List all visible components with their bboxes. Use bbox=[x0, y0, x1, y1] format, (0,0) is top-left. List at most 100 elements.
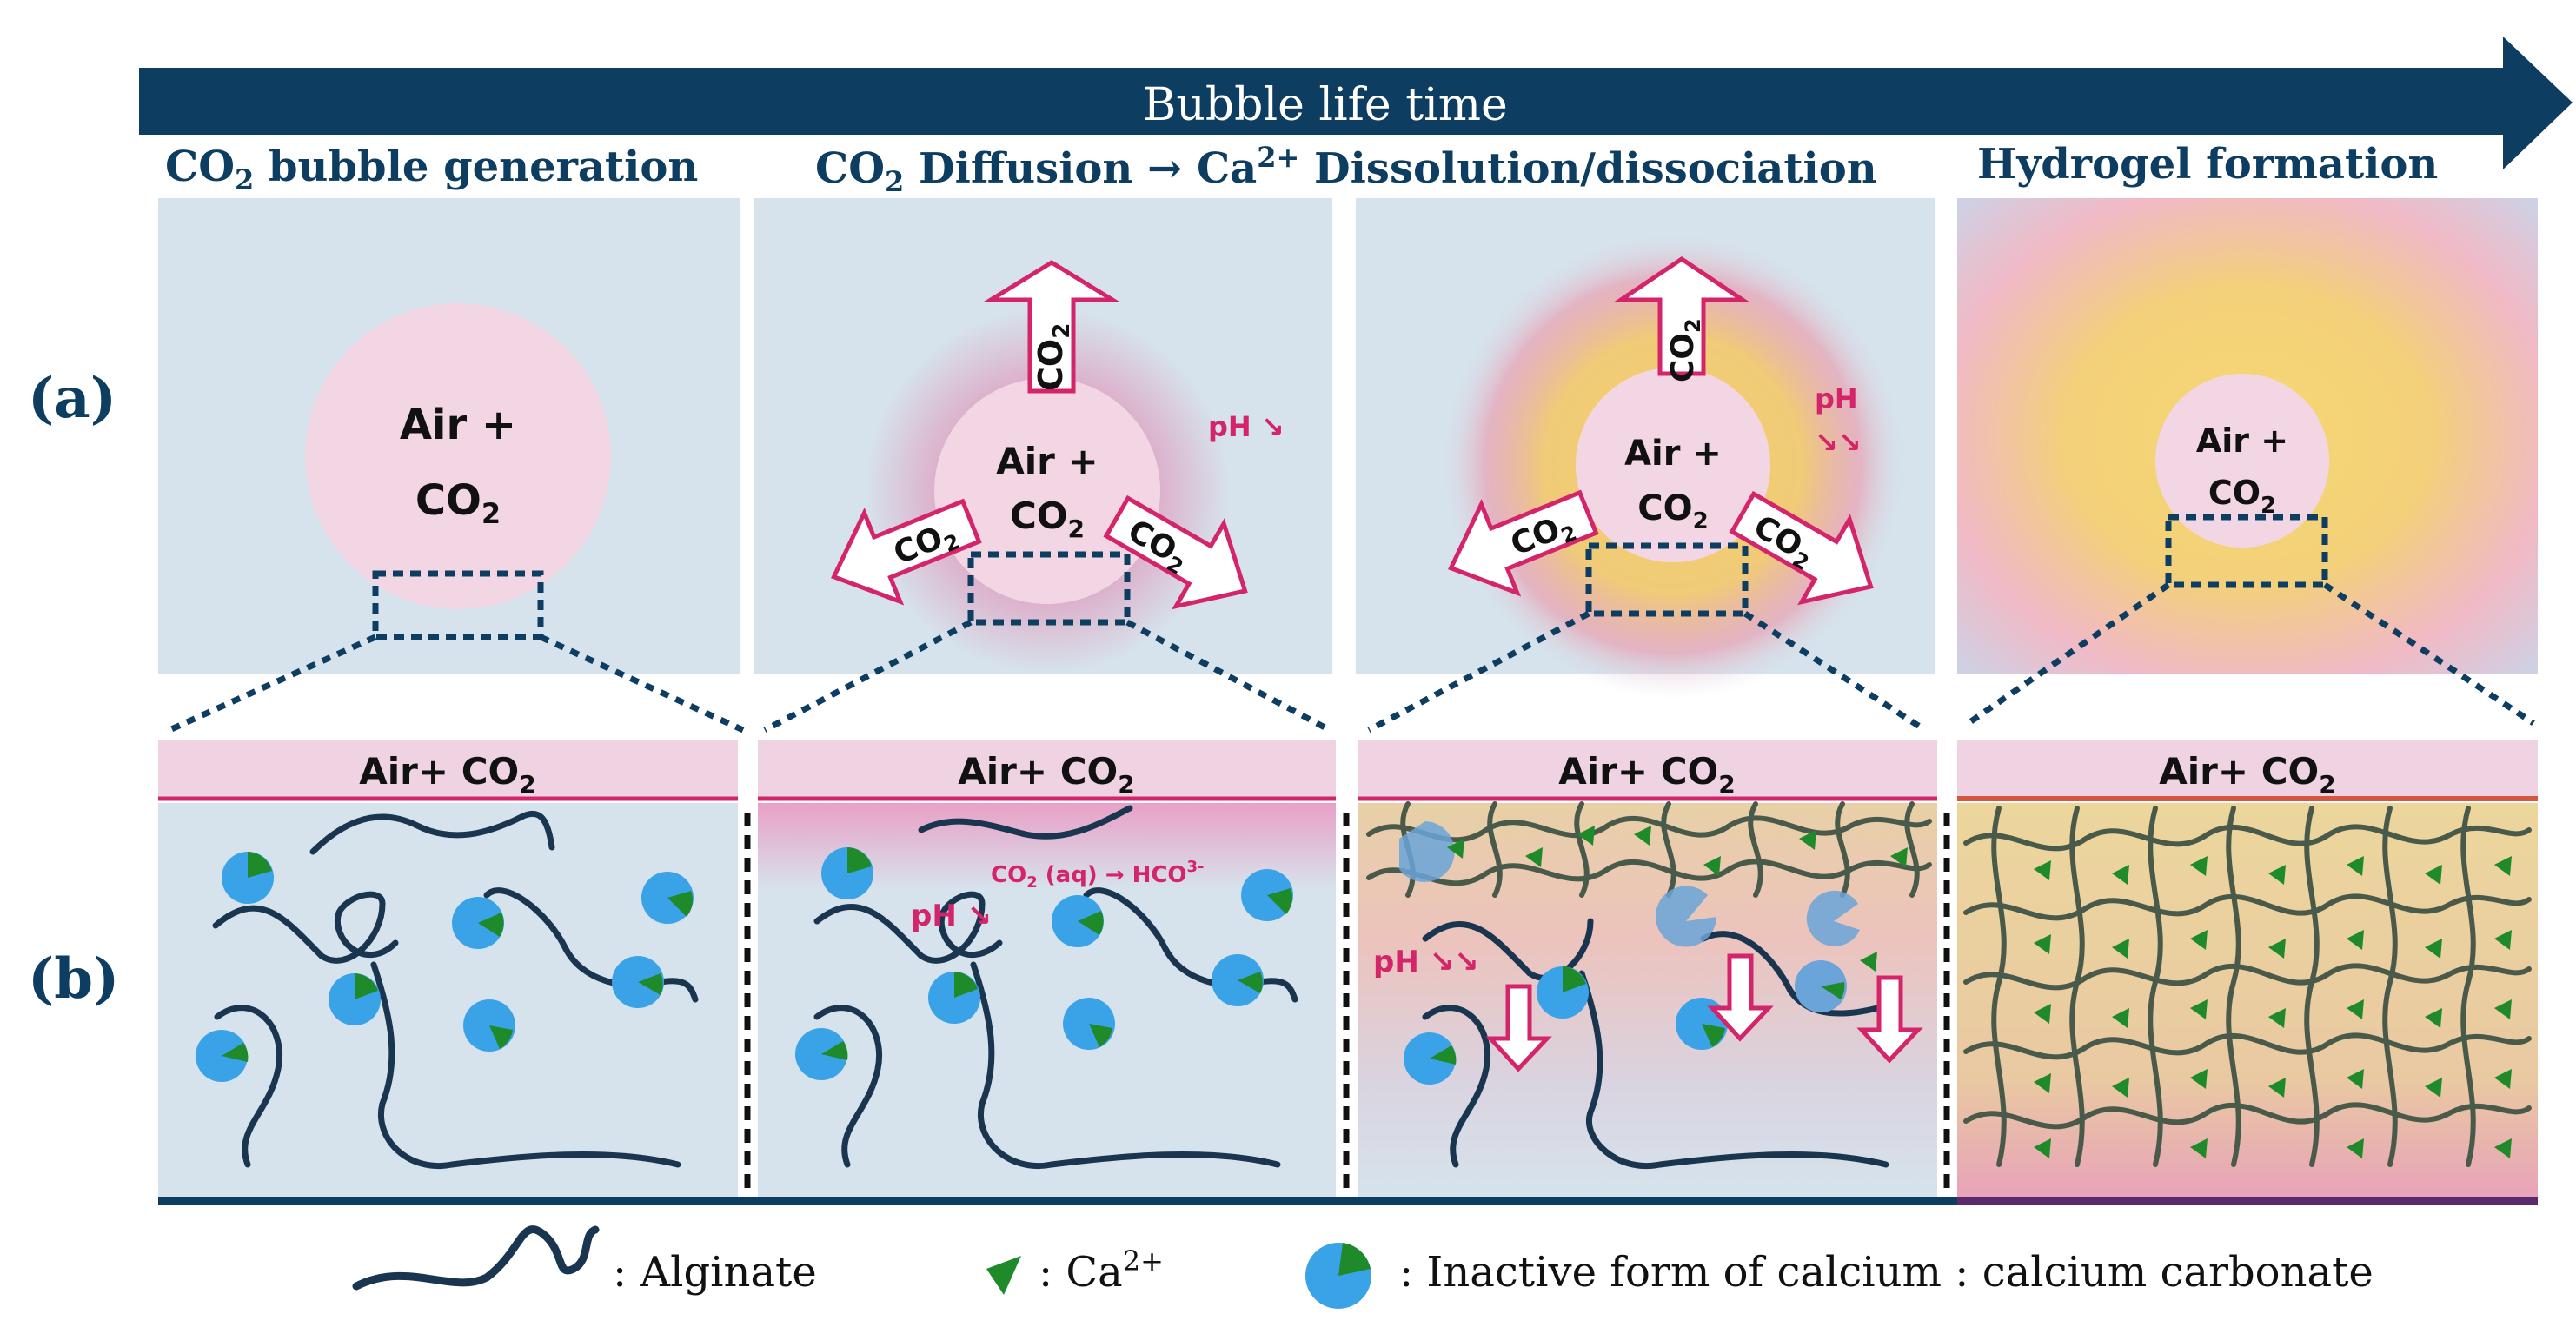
ca-ion bbox=[2034, 1138, 2051, 1158]
baseline bbox=[158, 1197, 2538, 1205]
co2-arrow-label: CO2 bbox=[1665, 318, 1705, 382]
caco3-particle bbox=[1404, 1032, 1457, 1085]
ca-ion bbox=[2268, 1008, 2286, 1028]
bubble-label-air: Air + bbox=[996, 440, 1098, 482]
ca-ion bbox=[2268, 1078, 2286, 1098]
alginate-chain bbox=[214, 1005, 282, 1168]
caco3-particle bbox=[1241, 869, 1293, 921]
interface-bars bbox=[158, 740, 2538, 801]
co2-arrow-up: CO2 bbox=[983, 260, 1120, 394]
ca-ion bbox=[2494, 1069, 2512, 1089]
legend-caco3-icon bbox=[1305, 1243, 1371, 1309]
co2-arrow-up: CO2 bbox=[1613, 256, 1750, 382]
bubble-label-air: Air + bbox=[1624, 434, 1722, 474]
panel-b1-particles bbox=[196, 852, 694, 1082]
bubble-circle bbox=[305, 303, 611, 609]
panel-separators bbox=[744, 813, 1950, 1195]
ca-ion bbox=[2112, 1008, 2129, 1028]
ca-ion bbox=[2347, 1069, 2364, 1089]
interface-label-3: Air+ CO2 bbox=[1558, 750, 1735, 799]
panel-a4: Air + CO2 bbox=[1957, 198, 2538, 674]
caco3-particle bbox=[821, 847, 873, 899]
caco3-particle bbox=[1676, 998, 1728, 1050]
legend-caco3-label: : Inactive form of calcium : calcium car… bbox=[1399, 1248, 2374, 1297]
ca-ion bbox=[1890, 847, 1908, 867]
alginate-chain bbox=[212, 891, 399, 964]
panel-a3: Air + CO2 CO2 CO2 CO2 pH ↘↘ bbox=[1356, 198, 1935, 700]
ca-ion bbox=[2425, 1008, 2442, 1028]
ca-ion bbox=[2190, 930, 2208, 950]
panel-b2-content bbox=[813, 805, 1298, 1169]
zoom-lines bbox=[168, 582, 2535, 733]
ca-ion bbox=[2347, 1138, 2364, 1158]
caco3-particle bbox=[795, 1028, 848, 1080]
ca-ion bbox=[1447, 839, 1464, 859]
bubble-circle bbox=[1576, 368, 1770, 562]
ca-ion bbox=[1860, 952, 1877, 972]
ca-ion bbox=[2190, 856, 2208, 876]
legend-ca-label: : Ca2+ bbox=[1039, 1244, 1164, 1297]
down-arrow bbox=[1485, 984, 1552, 1072]
row-label-a: (a) bbox=[28, 366, 116, 431]
ca-ion bbox=[2494, 999, 2512, 1019]
ca-ion bbox=[2190, 1138, 2208, 1158]
ca-ion bbox=[1577, 826, 1595, 846]
alginate-chain bbox=[1422, 918, 1594, 981]
panel-b4-ions bbox=[2034, 856, 2512, 1158]
ca-ion bbox=[2034, 1004, 2051, 1024]
ph-arrows: ↘↘ bbox=[1815, 426, 1862, 459]
zoom-box bbox=[1585, 542, 1749, 617]
panel-b4-gel-network bbox=[1963, 806, 2532, 1167]
panel-b3-ions bbox=[1447, 826, 1908, 972]
row-label-b: (b) bbox=[28, 946, 119, 1012]
alginate-chain bbox=[1578, 970, 1889, 1169]
bubble-circle bbox=[934, 378, 1160, 604]
ca-ion bbox=[2347, 856, 2364, 876]
ca-ion bbox=[2034, 1073, 2051, 1093]
bubble-circle bbox=[2155, 374, 2329, 548]
ca-ion bbox=[2190, 999, 2208, 1019]
ca-ion bbox=[2494, 1138, 2512, 1158]
bubble-label-air: Air + bbox=[400, 401, 516, 449]
bubble-label-co2: CO2 bbox=[1010, 494, 1085, 543]
caco3-particle bbox=[196, 1030, 249, 1082]
ca-ion bbox=[2190, 1069, 2208, 1089]
ca-ion bbox=[2268, 939, 2286, 959]
ca-ion bbox=[2112, 1078, 2129, 1098]
timeline-label: Bubble life time bbox=[1143, 79, 1508, 131]
alginate-chain bbox=[483, 887, 699, 1003]
ph-label: pH ↘ bbox=[1208, 410, 1285, 443]
caco3-particle bbox=[329, 973, 381, 1025]
caco3-particle bbox=[1052, 895, 1104, 947]
ca-ion bbox=[1703, 856, 1721, 876]
reaction-label: CO2 (aq) → HCO3- bbox=[991, 858, 1205, 892]
caco3-particle bbox=[1212, 954, 1264, 1006]
zoom-box bbox=[967, 551, 1131, 626]
legend-ca-icon bbox=[986, 1256, 1021, 1295]
caco3-particle bbox=[222, 852, 274, 904]
caco3-particle bbox=[1537, 966, 1589, 1019]
ph-label-b2: pH ↘ bbox=[911, 899, 992, 933]
co2-arrow-right: CO2 bbox=[1729, 490, 1874, 606]
caco3-particle bbox=[1063, 998, 1115, 1050]
panel-b2-particles bbox=[795, 847, 1293, 1080]
stage-title-diffusion: CO2 Diffusion → Ca2+ Dissolution/dissoci… bbox=[815, 141, 1877, 198]
timeline-arrow: Bubble life time bbox=[139, 37, 2573, 169]
alginate-chain bbox=[813, 1005, 882, 1168]
legend-alginate-label: : Alginate bbox=[613, 1248, 817, 1297]
alginate-chain bbox=[1700, 931, 1881, 1017]
interface-label-2: Air+ CO2 bbox=[958, 750, 1134, 799]
caco3-particle bbox=[1795, 960, 1847, 1012]
alginate-chain bbox=[813, 891, 1003, 964]
zoom-box bbox=[372, 570, 544, 640]
ca-ion bbox=[2494, 930, 2512, 950]
alginate-chain bbox=[1083, 887, 1298, 1003]
ca-ion bbox=[2494, 856, 2512, 876]
ph-label-b3: pH ↘↘ bbox=[1373, 945, 1479, 979]
bubble-label-co2: CO2 bbox=[415, 476, 501, 530]
caco3-particle-dissolving bbox=[1656, 886, 1716, 947]
ca-ion bbox=[2425, 865, 2442, 885]
co2-arrow-label: CO2 bbox=[1032, 323, 1075, 391]
caco3-particle bbox=[612, 956, 664, 1008]
